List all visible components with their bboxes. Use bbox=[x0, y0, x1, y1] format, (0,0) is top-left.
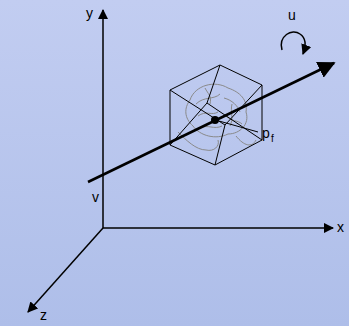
point-label: p bbox=[262, 126, 270, 140]
axis-label: y bbox=[86, 6, 93, 20]
subscript-label: f bbox=[271, 134, 274, 144]
axis-label: v bbox=[92, 190, 99, 204]
rotation-axis bbox=[88, 63, 334, 182]
rotation-label: u bbox=[288, 8, 296, 22]
axis-label: x bbox=[337, 220, 344, 234]
axis-label: z bbox=[40, 308, 47, 322]
fixed-point bbox=[211, 116, 219, 124]
leader-line bbox=[219, 121, 258, 132]
bounding-cube bbox=[170, 65, 262, 165]
rotation-arrow bbox=[281, 32, 305, 54]
coordinate-axes bbox=[28, 10, 333, 312]
object-sketch bbox=[178, 84, 256, 150]
